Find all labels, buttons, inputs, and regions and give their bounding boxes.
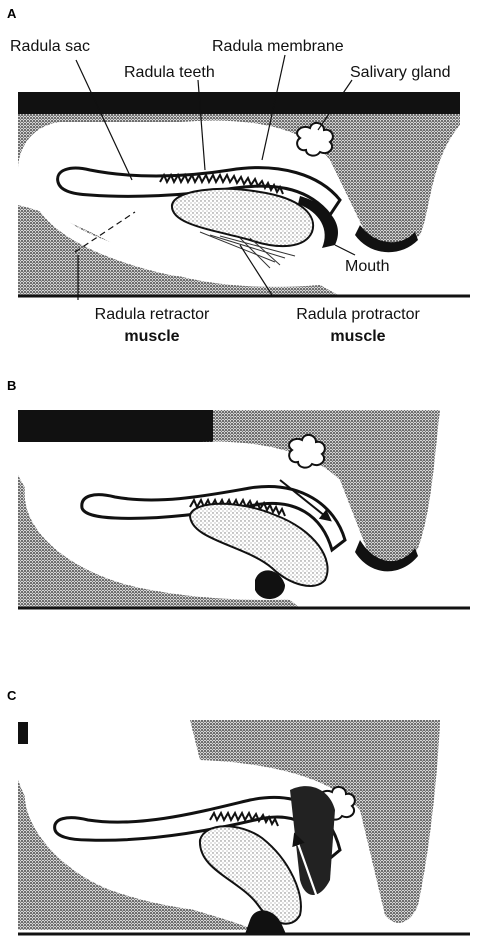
label-radula-sac: Radula sac [10, 38, 90, 56]
panel-a-top-band [18, 92, 460, 114]
panel-b-odontophore [190, 504, 328, 586]
label-retractor-line2: muscle [124, 328, 179, 346]
label-retractor-line1: Radula retractor [95, 306, 210, 324]
label-radula-teeth: Radula teeth [124, 64, 215, 82]
panel-label-b: B [7, 378, 16, 393]
panel-label-a: A [7, 6, 16, 21]
label-radula-membrane: Radula membrane [212, 38, 344, 56]
label-mouth: Mouth [345, 258, 389, 276]
panel-c-art [18, 720, 470, 934]
panel-c-top-band [18, 722, 28, 744]
panel-b-top-band [18, 410, 213, 442]
panel-a-odontophore [172, 189, 313, 246]
panel-label-c: C [7, 688, 16, 703]
label-protractor-line1: Radula protractor [296, 306, 420, 324]
label-protractor-line2: muscle [330, 328, 385, 346]
panel-b-art [18, 410, 470, 608]
label-salivary-gland: Salivary gland [350, 64, 451, 82]
panel-a-art [18, 55, 470, 300]
